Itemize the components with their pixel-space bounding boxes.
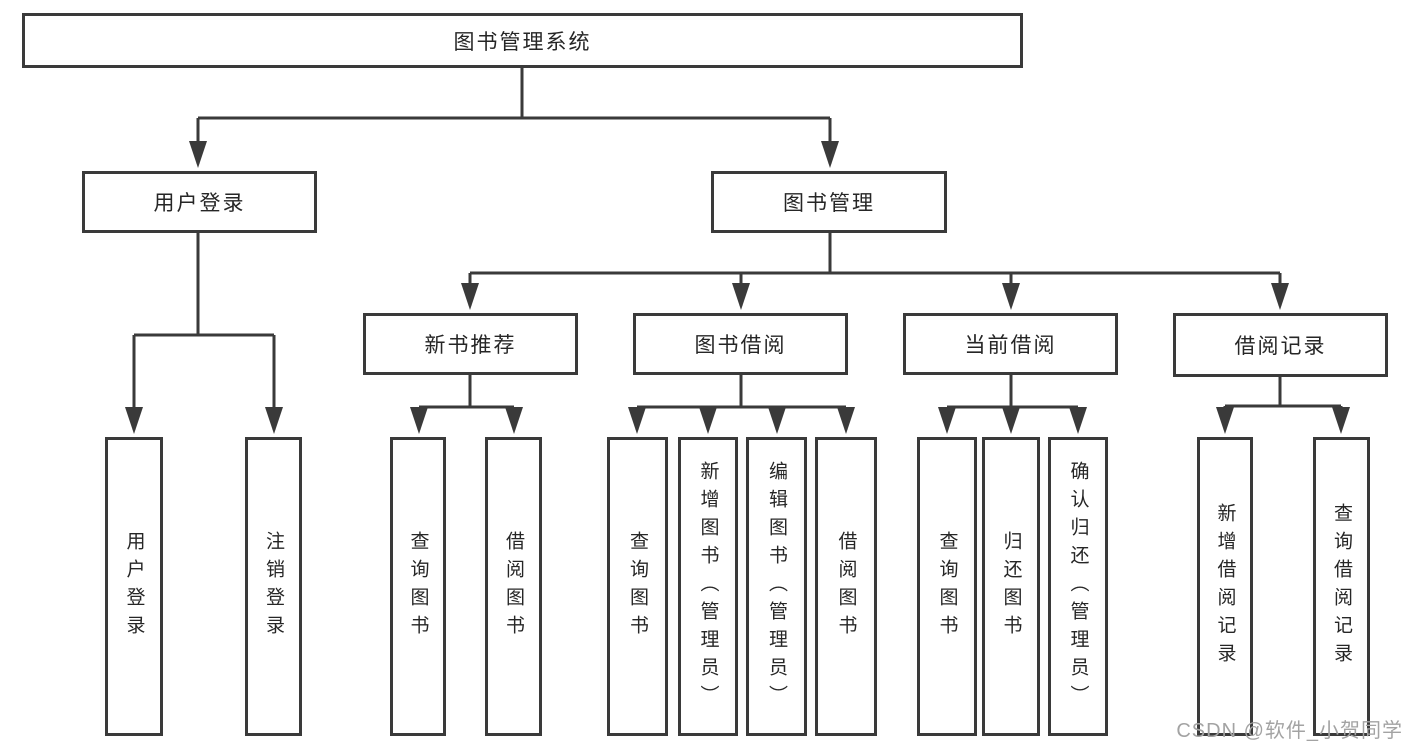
leaf-add-borrow-record-label: 新增借阅记录 [1214,502,1236,671]
node-book-borrow: 图书借阅 [633,313,848,375]
leaf-edit-books-admin: 编辑图书（管理员） [746,437,807,736]
node-book-management: 图书管理 [711,171,947,233]
connector-user-login-tee [134,233,274,337]
leaf-confirm-return-admin-label: 确认归还（管理员） [1067,460,1089,713]
leaf-borrow-books-label: 借阅图书 [835,530,857,643]
leaf-borrow-books: 借阅图书 [815,437,877,736]
leaf-borrow-books-recommend: 借阅图书 [485,437,542,736]
connector-root-tee [198,68,830,120]
connector-current-borrow-tee [947,375,1078,409]
node-root-label: 图书管理系统 [453,30,592,54]
node-book-borrow-label: 图书借阅 [694,334,787,357]
leaf-borrow-books-recommend-label: 借阅图书 [503,530,524,643]
node-user-login: 用户登录 [82,171,317,233]
node-new-book-recommend-label: 新书推荐 [424,334,517,357]
node-book-management-label: 图书管理 [783,192,875,215]
leaf-logout-label: 注销登录 [263,530,284,643]
leaf-query-borrow-record-label: 查询借阅记录 [1331,502,1352,671]
leaf-query-books-recommend-label: 查询图书 [407,530,429,643]
node-user-login-label: 用户登录 [153,192,246,215]
leaf-query-books-current-label: 查询图书 [936,530,958,643]
connector-borrow-records-tee [1225,377,1341,408]
leaf-confirm-return-admin: 确认归还（管理员） [1048,437,1108,736]
node-borrow-records-label: 借阅记录 [1234,335,1327,358]
node-current-borrow: 当前借阅 [903,313,1118,375]
leaf-query-books-borrow-label: 查询图书 [627,530,648,643]
leaf-add-books-admin: 新增图书（管理员） [678,437,738,736]
connector-book-borrow-tee [637,375,846,409]
leaf-edit-books-admin-label: 编辑图书（管理员） [766,460,787,713]
node-borrow-records: 借阅记录 [1173,313,1388,377]
node-new-book-recommend: 新书推荐 [363,313,578,375]
leaf-user-login: 用户登录 [105,437,163,736]
leaf-query-books-current: 查询图书 [917,437,977,736]
connector-book-management-tee [470,233,1280,275]
node-current-borrow-label: 当前借阅 [964,334,1057,357]
node-root-system: 图书管理系统 [22,13,1023,68]
leaf-user-login-label: 用户登录 [123,530,145,643]
leaf-return-books: 归还图书 [982,437,1040,736]
leaf-query-borrow-record: 查询借阅记录 [1313,437,1370,736]
leaf-logout: 注销登录 [245,437,302,736]
leaf-query-books-recommend: 查询图书 [390,437,446,736]
csdn-watermark: CSDN @软件_小贺同学 [1176,720,1403,742]
leaf-query-books-borrow: 查询图书 [607,437,668,736]
leaf-add-borrow-record: 新增借阅记录 [1197,437,1253,736]
leaf-return-books-label: 归还图书 [1000,530,1022,643]
leaf-add-books-admin-label: 新增图书（管理员） [697,460,719,713]
connector-new-book-recommend-tee [419,375,514,409]
